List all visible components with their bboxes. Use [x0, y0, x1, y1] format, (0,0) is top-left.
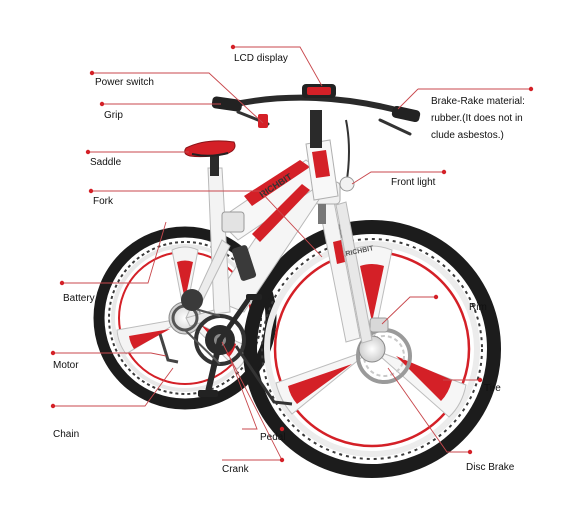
- label-disc-brake: Disc Brake: [466, 462, 515, 473]
- label-tire: Tire: [484, 383, 501, 394]
- saddle-shape: [184, 140, 236, 158]
- label-front-light: Front light: [391, 177, 436, 188]
- label-grip: Grip: [104, 110, 123, 121]
- label-crank: Crank: [222, 464, 249, 475]
- label-motor: Motor: [53, 360, 79, 371]
- label-saddle: Saddle: [90, 157, 122, 168]
- suspension-fork: [313, 181, 373, 344]
- handlebar: [223, 94, 407, 115]
- rear-hub-motor: [181, 289, 203, 311]
- label-rim: Rim: [469, 302, 487, 313]
- left-grip: [211, 96, 243, 112]
- label-brake-lever: Brake-Rake material: rubber.(It does not…: [431, 96, 525, 141]
- front-tire: [243, 220, 501, 478]
- leader-dots: [50, 44, 534, 463]
- pedal-shape: [198, 390, 218, 397]
- label-chain: Chain: [53, 429, 80, 440]
- crank-arm: [205, 337, 223, 395]
- right-grip: [391, 105, 421, 123]
- frame: [185, 139, 339, 327]
- front-rim: [264, 241, 480, 457]
- label-power-switch: Power switch: [95, 77, 154, 88]
- power-switch-unit: [258, 114, 268, 128]
- label-fork: Fork: [93, 196, 113, 207]
- headlight: [339, 176, 355, 192]
- label-battery: Battery: [63, 293, 95, 304]
- kickstand: [234, 345, 293, 406]
- drivetrain: [158, 289, 293, 406]
- cockpit: [211, 84, 421, 192]
- label-lcd-display: LCD display: [234, 53, 288, 64]
- front-wheel: [243, 220, 501, 478]
- label-pedal: Pedal: [260, 432, 286, 443]
